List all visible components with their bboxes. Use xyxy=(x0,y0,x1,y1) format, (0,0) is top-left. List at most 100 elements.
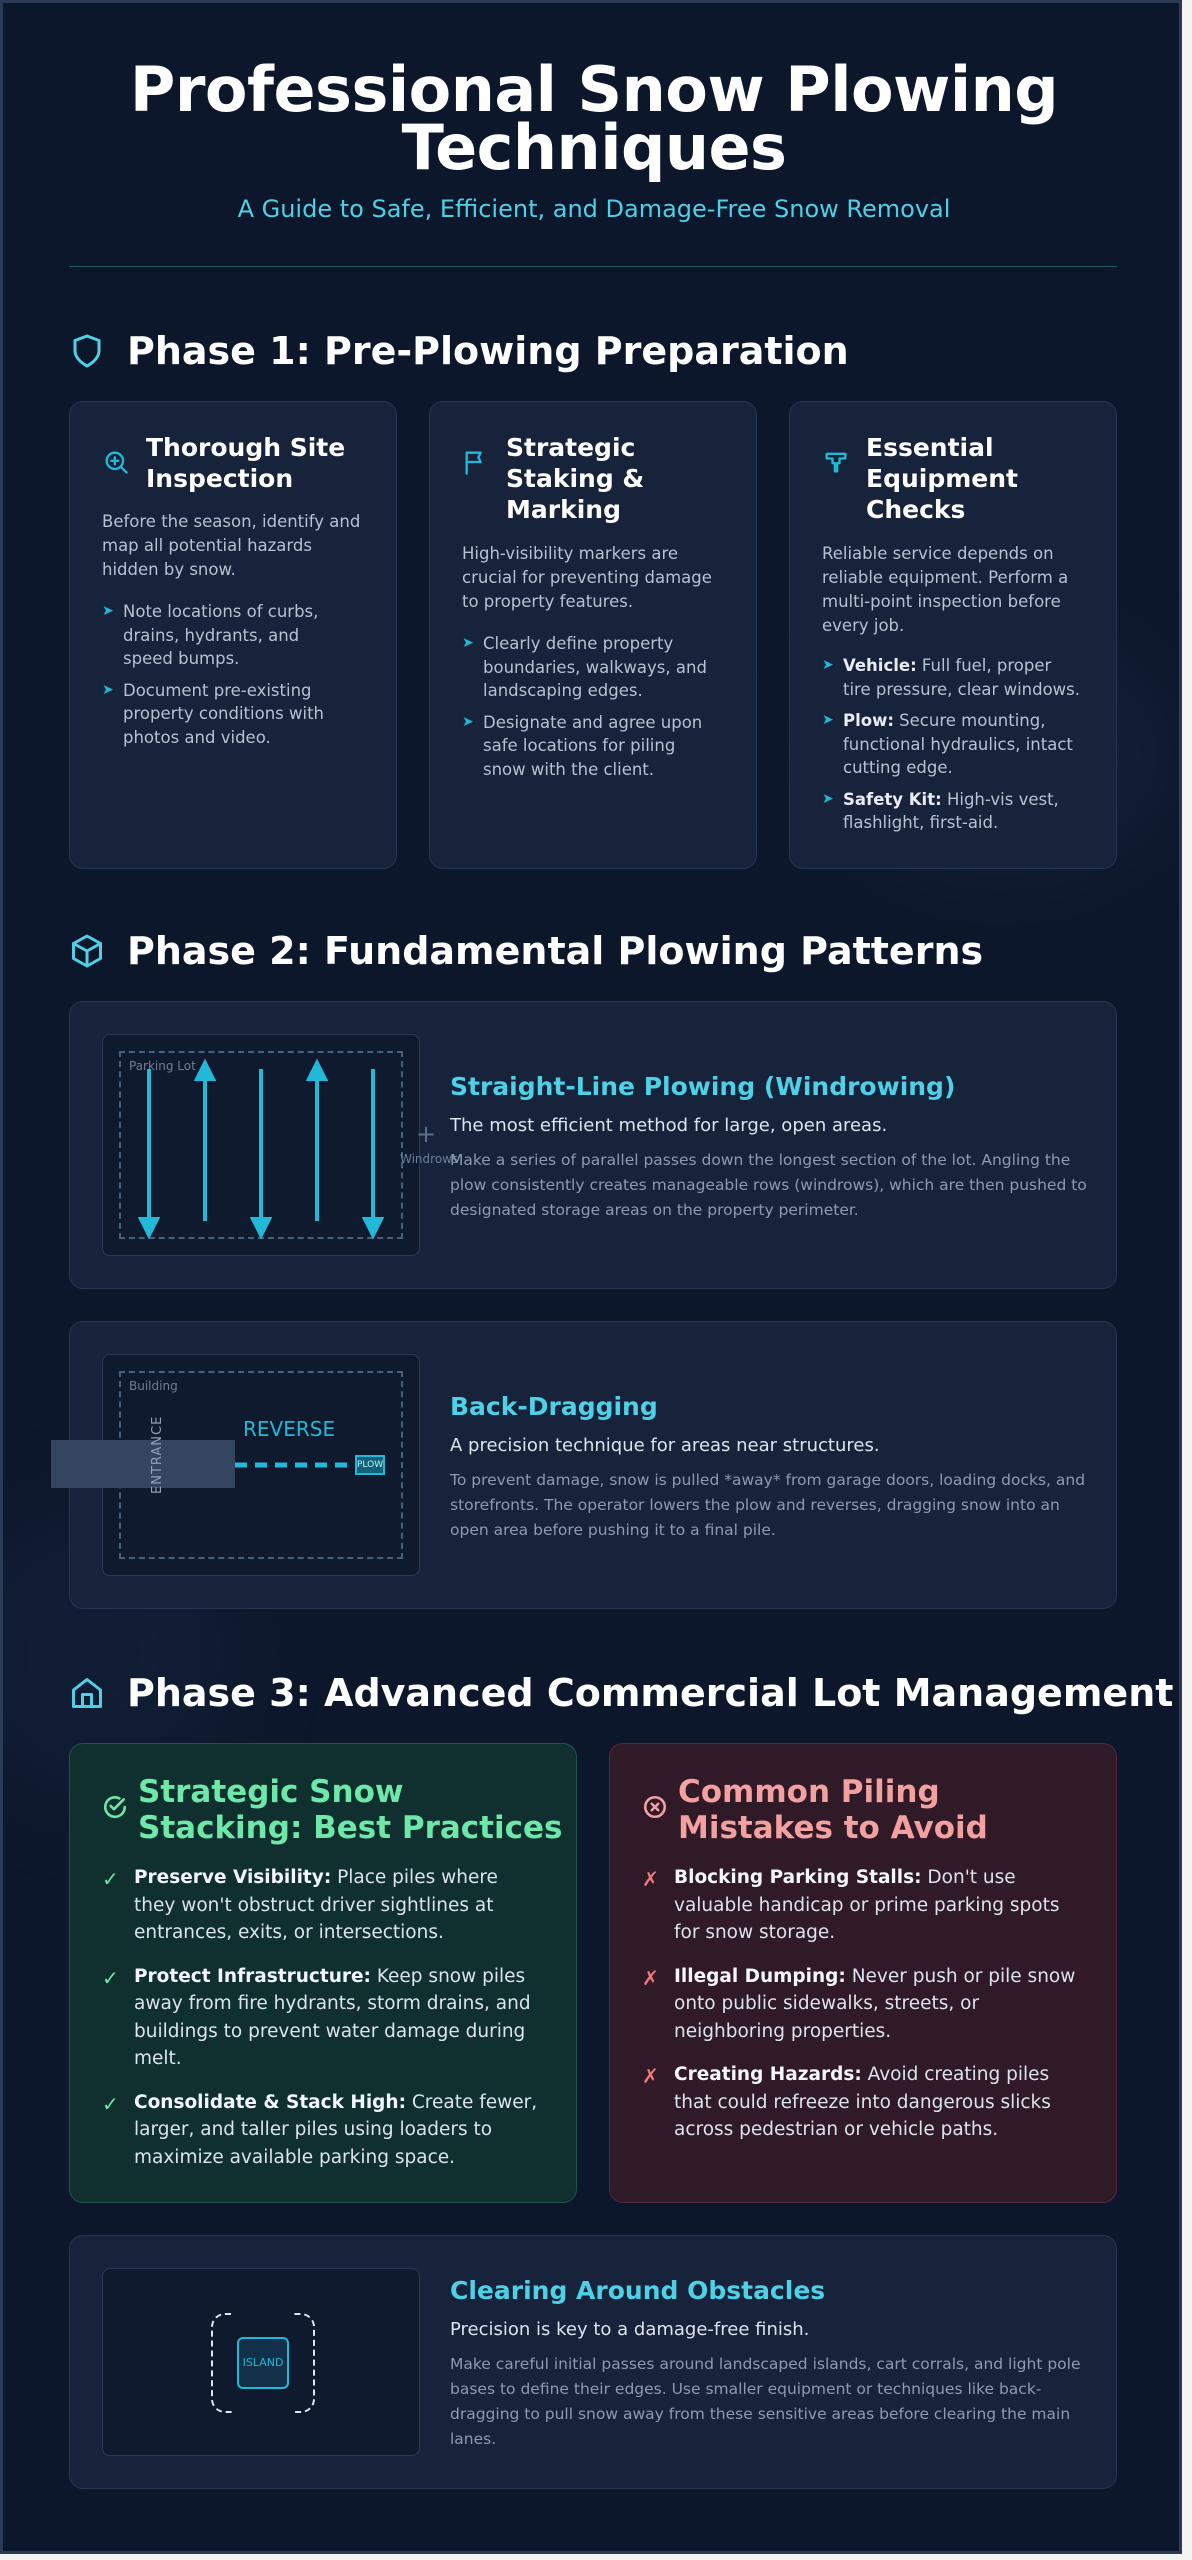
phase3-title: Phase 3: Advanced Commercial Lot Managem… xyxy=(127,1671,1174,1715)
arrow-icon: ➤ xyxy=(822,712,834,728)
list-item-bold: Blocking Parking Stalls: xyxy=(674,1867,922,1888)
list-item-text: Note locations of curbs, drains, hydrant… xyxy=(123,602,319,668)
entrance-bar xyxy=(51,1440,235,1488)
page-title-line: Techniques xyxy=(401,111,787,184)
arrow-icon: ➤ xyxy=(822,790,834,807)
card-title-line: Essential xyxy=(866,433,994,462)
island-diagram: ISLAND xyxy=(102,2268,420,2456)
card-intro: High-visibility markers are crucial for … xyxy=(462,544,712,611)
list-item: ➤Clearly define property boundaries, wal… xyxy=(462,632,712,703)
list-item-text: Avoid creating piles that could refreeze… xyxy=(674,2064,1051,2140)
list-item-text: Place piles where they won't obstruct dr… xyxy=(134,1867,498,1943)
list-item-bold: Consolidate & Stack High: xyxy=(134,2091,406,2113)
list-item-text: Don't use valuable handicap or prime par… xyxy=(674,1867,1060,1943)
pattern-text: Straight-Line Plowing (Windrowing) The m… xyxy=(450,1072,1090,1223)
list-item: ➤ Safety Kit: High-vis vest, flashlight, … xyxy=(822,788,1082,835)
card-title-line: Strategic xyxy=(506,433,636,462)
mistakes-list: ✗ Blocking Parking Stalls: Don't use valu… xyxy=(642,1864,1082,2160)
card-title-line: Stacking: Best Practices xyxy=(138,1810,563,1846)
pattern-text: Back-Dragging A precision technique for … xyxy=(450,1392,1090,1543)
list-item-text: Full fuel, proper tire pressure, clear w… xyxy=(843,656,1081,699)
pattern-description: To prevent damage, snow is pulled *away*… xyxy=(450,1471,1086,1539)
card-title: Strategic Staking & Marking xyxy=(506,432,644,525)
card-title-line: Staking & xyxy=(506,464,645,493)
wrench-icon xyxy=(825,452,847,473)
x-circle-icon xyxy=(643,1795,667,1819)
phase2-title: Phase 2: Fundamental Plowing Patterns xyxy=(127,929,984,973)
best-practices-list: ✓ Preserve Visibility: Place piles where … xyxy=(102,1864,542,2187)
reverse-label: REVERSE xyxy=(243,1417,336,1441)
list-item-bold: Plow: xyxy=(843,711,894,730)
list-item-text: High-vis vest, flashlight, first-aid. xyxy=(843,789,1059,833)
card-piling-mistakes: Common Piling Mistakes to Avoid ✗ Blockin… xyxy=(609,1743,1117,2203)
list-item-bold: Vehicle: xyxy=(843,656,917,675)
check-circle-icon xyxy=(103,1796,127,1819)
card-title: Common Piling Mistakes to Avoid xyxy=(678,1774,988,1846)
card-title: Essential Equipment Checks xyxy=(866,432,1018,525)
windrows-label: Windrows xyxy=(400,1152,459,1166)
card-straight-line-plowing: Parking Lot + Windrows Straight-Line Plo… xyxy=(69,1001,1117,1289)
pattern-text: Clearing Around Obstacles Precision is k… xyxy=(450,2276,1090,2452)
card-title-line: Marking xyxy=(506,495,621,524)
card-staking-marking: Strategic Staking & Marking High-visibil… xyxy=(429,401,757,869)
pattern-title: Back-Dragging xyxy=(450,1392,658,1421)
page-title-line: Professional Snow Plowing xyxy=(129,53,1059,126)
list-item: ✓Protect Infrastructure: Keep snow piles… xyxy=(102,1963,542,2073)
card-header: Common Piling Mistakes to Avoid xyxy=(642,1774,988,1846)
card-header: Essential Equipment Checks xyxy=(822,432,1018,525)
plus-icon: + xyxy=(416,1120,437,1148)
phase1-heading: Phase 1: Pre-Plowing Preparation xyxy=(69,329,849,373)
list-item: ➤ Vehicle: Full fuel, proper tire pressur… xyxy=(822,654,1082,701)
phase1-title: Phase 1: Pre-Plowing Preparation xyxy=(127,329,849,373)
entrance-label: ENTRANCE xyxy=(150,1415,165,1494)
page-subtitle: A Guide to Safe, Efficient, and Damage-F… xyxy=(237,195,951,223)
card-title: Strategic Snow Stacking: Best Practices xyxy=(138,1774,562,1846)
card-header: Strategic Staking & Marking xyxy=(462,432,644,525)
arrow-icon: ➤ xyxy=(102,681,114,698)
list-item-bold: Safety Kit: xyxy=(843,789,942,809)
card-intro: Reliable service depends on reliable equ… xyxy=(822,544,1069,635)
list-item-text: Never push or pile snow onto public side… xyxy=(674,1965,1076,2042)
header-divider xyxy=(69,266,1117,267)
card-title: Thorough Site Inspection xyxy=(146,432,345,494)
arrow-icon: ➤ xyxy=(822,657,834,673)
phase3-heading: Phase 3: Advanced Commercial Lot Managem… xyxy=(69,1671,1173,1715)
shield-icon xyxy=(73,334,101,368)
list-item: ✓Consolidate & Stack High: Create fewer,… xyxy=(102,2089,542,2172)
list-item-text: Designate and agree upon safe locations … xyxy=(483,712,703,779)
check-icon: ✓ xyxy=(102,1867,119,1891)
plow-box: PLOW xyxy=(355,1455,385,1475)
phase2-heading: Phase 2: Fundamental Plowing Patterns xyxy=(69,929,983,973)
list-item: ➤Designate and agree upon safe locations… xyxy=(462,711,712,782)
pattern-lead: Precision is key to a damage-free finish… xyxy=(450,2319,810,2340)
pattern-title: Clearing Around Obstacles xyxy=(450,2276,826,2305)
pattern-title: Straight-Line Plowing (Windrowing) xyxy=(450,1072,956,1101)
list-item: ✗Creating Hazards: Avoid creating piles … xyxy=(642,2061,1082,2144)
list-item: ✗Illegal Dumping: Never push or pile sno… xyxy=(642,1963,1082,2046)
list-item-bold: Preserve Visibility: xyxy=(134,1867,332,1888)
pattern-description: Make careful initial passes around lands… xyxy=(450,2355,1081,2448)
search-plus-icon xyxy=(105,451,128,474)
card-site-inspection: Thorough Site Inspection Before the seas… xyxy=(69,401,397,869)
list-item: ✗ Blocking Parking Stalls: Don't use valu… xyxy=(642,1864,1082,1947)
cross-icon: ✗ xyxy=(642,1965,659,1990)
card-clearing-obstacles: ISLAND Clearing Around Obstacles Precisi… xyxy=(69,2235,1117,2489)
cross-icon: ✗ xyxy=(642,1867,659,1891)
check-icon: ✓ xyxy=(102,1965,119,1990)
list-item-text: Document pre-existing property condition… xyxy=(123,680,325,747)
pattern-description: Make a series of parallel passes down th… xyxy=(450,1151,1087,1219)
card-equipment-checks: Essential Equipment Checks Reliable serv… xyxy=(789,401,1117,869)
card-list: ➤ Vehicle: Full fuel, proper tire pressur… xyxy=(822,654,1082,843)
pattern-lead: The most efficient method for large, ope… xyxy=(450,1115,888,1136)
card-title-line: Common Piling xyxy=(678,1774,940,1810)
list-item: ➤ Note locations of curbs, drains, hydran… xyxy=(102,600,342,671)
list-item-text: Create fewer, larger, and taller piles u… xyxy=(134,2091,538,2168)
card-title-line: Strategic Snow xyxy=(138,1774,404,1810)
card-title-line: Thorough Site xyxy=(146,433,346,462)
card-list: ➤Clearly define property boundaries, wal… xyxy=(462,632,712,789)
arrow-icon: ➤ xyxy=(462,635,474,651)
list-item-bold: Creating Hazards: xyxy=(674,2064,862,2085)
list-item: ✓ Preserve Visibility: Place piles where … xyxy=(102,1864,542,1947)
arrow-icon: ➤ xyxy=(102,603,114,619)
